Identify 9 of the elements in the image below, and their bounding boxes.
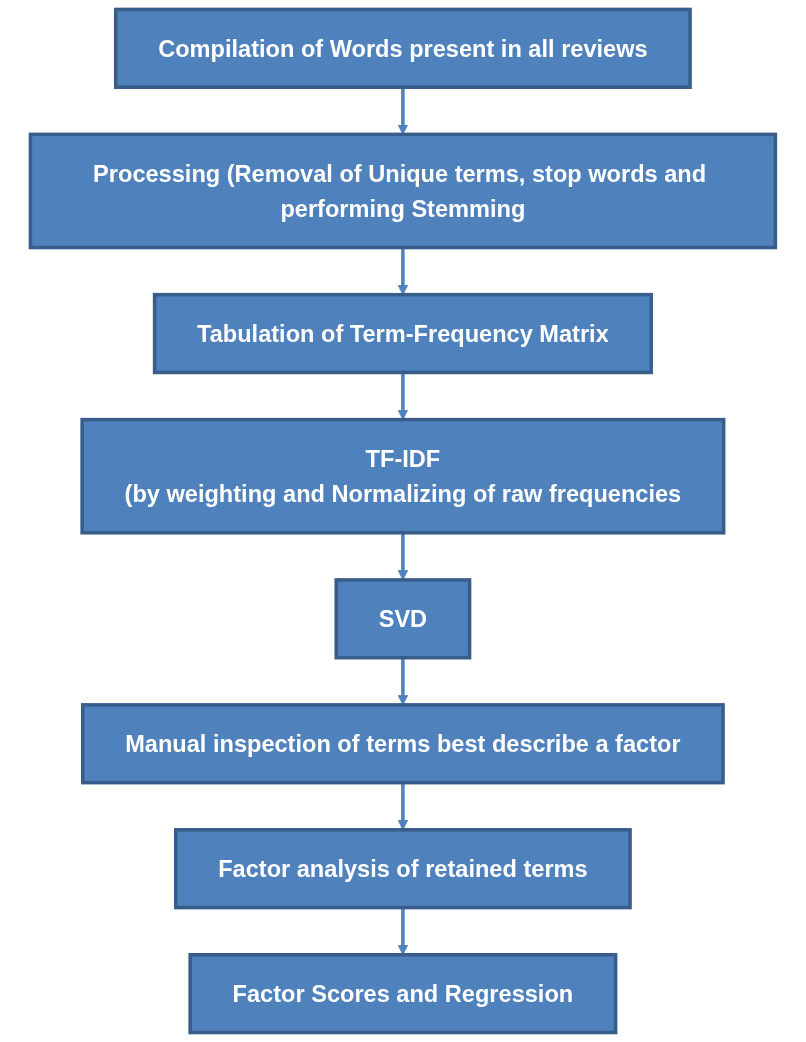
arrow <box>397 87 409 135</box>
node-box: Manual inspection of terms best describe a factor <box>81 703 725 785</box>
node-box: Factor analysis of retained terms <box>174 828 632 910</box>
node-box: TF-IDF (by weighting and Normalizing of raw frequencies <box>80 417 726 535</box>
node-box: Factor Scores and Regression <box>188 953 618 1035</box>
node-box: Tabulation of Term-Frequency Matrix <box>152 292 654 375</box>
node-box: Processing (Removal of Unique terms, stop words and performing Stemming <box>28 132 778 250</box>
node-box: Compilation of Words present in all reviews <box>114 7 692 89</box>
node-box: SVD <box>334 578 472 660</box>
